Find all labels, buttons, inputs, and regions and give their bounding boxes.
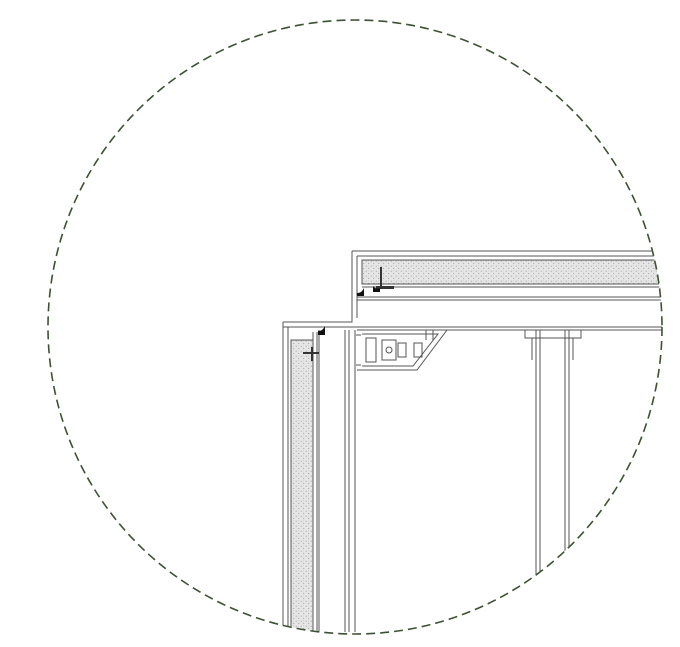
section-detail	[282, 250, 662, 633]
roof-panel	[351, 250, 662, 331]
interior-post	[524, 329, 582, 632]
detail-boundary-circle	[47, 19, 663, 635]
corner-flashing	[282, 318, 357, 632]
bracket-connection	[356, 329, 448, 371]
wall-panel	[290, 330, 356, 633]
screw-icon	[303, 267, 394, 361]
sealant-bead	[318, 286, 380, 335]
